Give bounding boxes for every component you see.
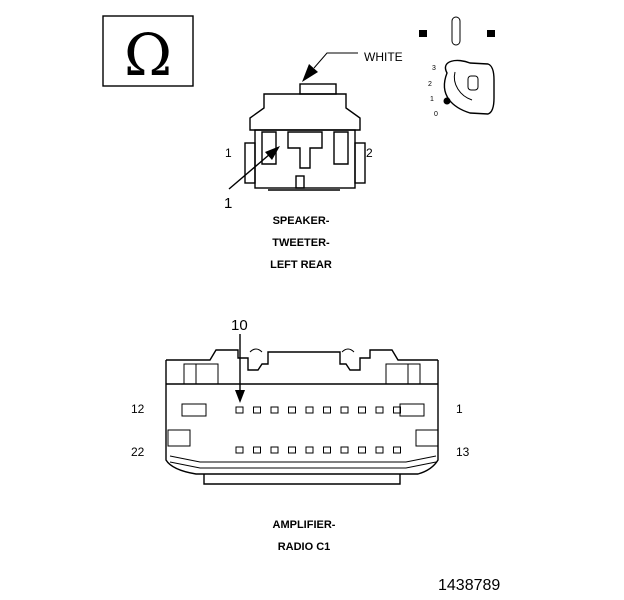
amp-top-cavity: [288, 406, 296, 414]
amp-top-cavity: [270, 406, 279, 414]
amplifier-connector: [165, 348, 439, 485]
amplifier-caption-line-1: AMPLIFIER-: [273, 519, 336, 531]
amplifier-cavity-rows: [235, 406, 401, 454]
amp-top-cavity: [323, 406, 331, 414]
key-position-0: 0: [434, 111, 438, 118]
amp-bottom-cavity: [323, 446, 331, 454]
speaker-pin-2-label: 2: [366, 146, 373, 160]
amp-pin-12-label: 12: [131, 402, 145, 416]
speaker-callout-number: 1: [224, 195, 232, 212]
omega-icon: Ω: [124, 21, 172, 89]
amp-pin-13-label: 13: [456, 445, 470, 459]
amp-pin-1-label: 1: [456, 402, 463, 416]
speaker-caption-line-1: SPEAKER-: [273, 215, 330, 227]
amp-bottom-cavity: [253, 446, 261, 454]
figure-number: 1438789: [438, 577, 500, 594]
speaker-connector: [244, 83, 366, 191]
white-label-leader: WHITE: [302, 50, 403, 82]
amp-bottom-cavity: [235, 446, 244, 454]
amp-bottom-cavity: [288, 446, 296, 454]
amp-top-cavity: [305, 406, 314, 414]
ignition-key-icon: 3 2 1 0: [419, 16, 495, 118]
amp-bottom-cavity: [375, 446, 384, 454]
amp-bottom-cavity: [270, 446, 279, 454]
speaker-callout-arrow: 1: [224, 146, 280, 212]
amp-top-cavity: [375, 406, 384, 414]
key-position-2: 2: [428, 81, 432, 88]
amplifier-callout-number: 10: [231, 317, 248, 334]
key-position-3: 3: [432, 65, 436, 72]
omega-symbol-box: Ω: [102, 15, 194, 89]
amp-top-cavity: [340, 406, 349, 414]
speaker-caption-line-3: LEFT REAR: [270, 259, 332, 271]
amp-pin-22-label: 22: [131, 445, 145, 459]
amp-top-cavity: [358, 406, 366, 414]
speaker-pin-1-label: 1: [225, 146, 232, 160]
amp-bottom-cavity: [393, 446, 401, 454]
speaker-caption-line-2: TWEETER-: [272, 237, 330, 249]
amp-bottom-cavity: [305, 446, 314, 454]
amplifier-caption-line-2: RADIO C1: [278, 541, 331, 553]
amplifier-callout-arrow: 10: [231, 317, 248, 403]
amp-bottom-cavity: [340, 446, 349, 454]
key-position-1: 1: [430, 96, 434, 103]
amp-bottom-cavity: [358, 446, 366, 454]
amp-top-cavity: [393, 406, 401, 414]
amp-top-cavity: [235, 406, 244, 414]
amp-top-cavity: [253, 406, 261, 414]
color-label-white: WHITE: [364, 50, 403, 64]
